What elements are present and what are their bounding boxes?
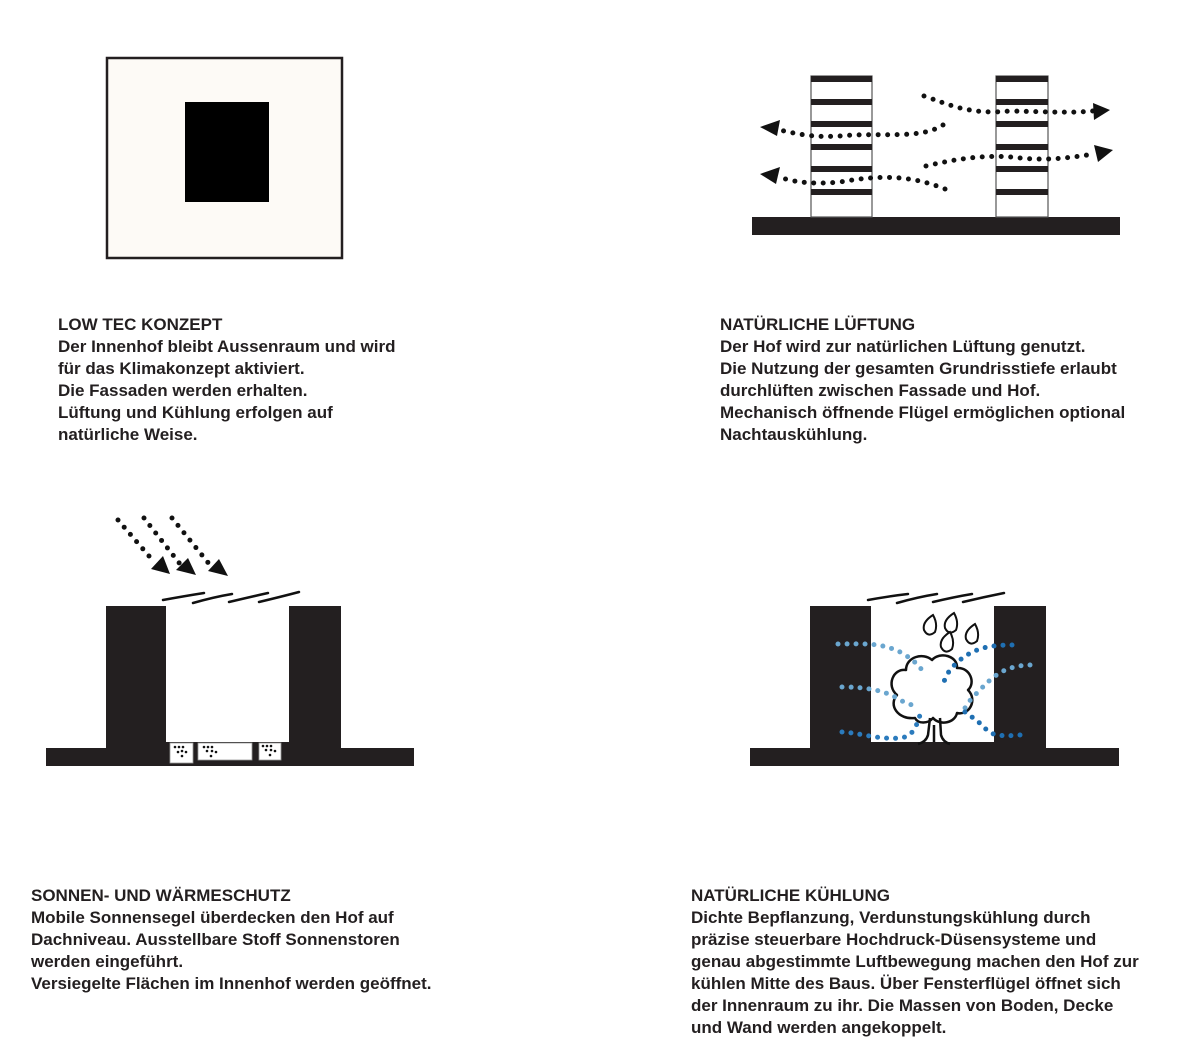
sun-arrowheads bbox=[151, 556, 228, 576]
panel-line: werden eingeführt. bbox=[31, 952, 184, 971]
mist-flow-3 bbox=[839, 712, 923, 741]
courtyard-block bbox=[185, 102, 269, 202]
building-section bbox=[46, 606, 414, 766]
panel-line: Mechanisch öffnende Flügel ermöglichen o… bbox=[720, 403, 1126, 422]
panel-line: Der Hof wird zur natürlichen Lüftung gen… bbox=[720, 337, 1086, 356]
floor-slabs bbox=[811, 76, 1048, 195]
panel-line: Lüftung und Kühlung erfolgen auf bbox=[58, 403, 333, 422]
panel-line: durchlüften zwischen Fassade und Hof. bbox=[720, 381, 1041, 400]
panel-kuehlung-text: NATÜRLICHE KÜHLUNG Dichte Bepflanzung, V… bbox=[691, 885, 1139, 1039]
sun-ray-2 bbox=[141, 515, 183, 567]
panel-heading: NATÜRLICHE KÜHLUNG bbox=[691, 886, 890, 905]
water-drops-icon bbox=[922, 611, 980, 653]
ground bbox=[752, 217, 1120, 235]
panel-line: und Wand werden angekoppelt. bbox=[691, 1018, 947, 1037]
courtyard-plan-diagram bbox=[105, 56, 344, 260]
cooling-diagram bbox=[750, 591, 1119, 766]
panel-sonnenschutz-text: SONNEN- UND WÄRMESCHUTZ Mobile Sonnenseg… bbox=[31, 885, 432, 995]
panel-lueftung-text: NATÜRLICHE LÜFTUNG Der Hof wird zur natü… bbox=[720, 314, 1125, 446]
panel-line: präzise steuerbare Hochdruck-Düsensystem… bbox=[691, 930, 1097, 949]
arrowheads bbox=[760, 103, 1113, 184]
sun-sails bbox=[161, 590, 301, 605]
airflow-arrow-left-lower bbox=[776, 174, 948, 192]
sun-sails bbox=[866, 591, 1006, 605]
panel-line: genau abgestimmte Luftbewegung machen de… bbox=[691, 952, 1139, 971]
panel-line: Die Nutzung der gesamten Grundrisstiefe … bbox=[720, 359, 1117, 378]
mist-flow-5 bbox=[959, 662, 1033, 715]
panel-line: natürliche Weise. bbox=[58, 425, 198, 444]
panel-line: der Innenraum zu ihr. Die Massen von Bod… bbox=[691, 996, 1114, 1015]
panel-line: Mobile Sonnensegel überdecken den Hof au… bbox=[31, 908, 394, 927]
sun-protection-diagram bbox=[46, 515, 414, 766]
panel-line: Nachtauskühlung. bbox=[720, 425, 868, 444]
mist-flow-6 bbox=[957, 705, 1023, 739]
mist-flow-2 bbox=[839, 684, 917, 708]
panel-line: Die Fassaden werden erhalten. bbox=[58, 381, 308, 400]
airflow-arrow-right-lower bbox=[923, 151, 1097, 169]
panel-heading: LOW TEC KONZEPT bbox=[58, 315, 223, 334]
ventilation-diagram bbox=[752, 75, 1120, 235]
sun-ray-1 bbox=[115, 517, 158, 566]
mist-flow-1 bbox=[835, 641, 928, 678]
panel-line: Dachniveau. Ausstellbare Stoff Sonnensto… bbox=[31, 930, 400, 949]
sun-ray-3 bbox=[169, 515, 213, 568]
panel-line: Der Innenhof bleibt Aussenraum und wird bbox=[58, 337, 396, 356]
panel-heading: SONNEN- UND WÄRMESCHUTZ bbox=[31, 886, 291, 905]
panel-line: Versiegelte Flächen im Innenhof werden g… bbox=[31, 974, 432, 993]
panel-low-tec-text: LOW TEC KONZEPT Der Innenhof bleibt Auss… bbox=[58, 314, 396, 446]
building-section bbox=[750, 606, 1119, 766]
airflow-arrow-right-upper bbox=[921, 93, 1096, 115]
panel-line: Dichte Bepflanzung, Verdunstungskühlung … bbox=[691, 908, 1091, 927]
panel-heading: NATÜRLICHE LÜFTUNG bbox=[720, 315, 916, 334]
panel-line: für das Klimakonzept aktiviert. bbox=[58, 359, 305, 378]
soil-dots bbox=[173, 744, 277, 758]
mist-flow-4 bbox=[941, 642, 1015, 685]
panel-line: kühlen Mitte des Baus. Über Fensterflüge… bbox=[691, 974, 1121, 993]
